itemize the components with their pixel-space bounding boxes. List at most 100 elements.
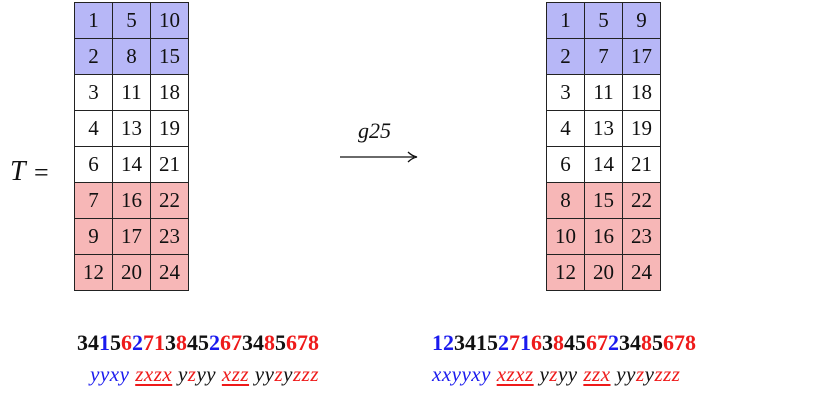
tableau-cell: 11 <box>584 74 623 111</box>
tableau-cell: 3 <box>74 74 113 111</box>
word-segment: 5 <box>275 330 286 355</box>
word-segment: 2 <box>209 330 220 355</box>
word-segment: 5 <box>110 330 121 355</box>
word-segment: 2 <box>608 330 619 355</box>
word-segment: zzz <box>292 362 319 386</box>
tableau-label: T <box>10 156 26 187</box>
word-segment: 45 <box>564 330 586 355</box>
tableau-cell: 15 <box>150 38 189 75</box>
tableau-cell: 4 <box>546 110 585 147</box>
tableau-cell: 19 <box>150 110 189 147</box>
tableau-cell: 14 <box>112 146 151 183</box>
tableau-cell: 21 <box>150 146 189 183</box>
tableau-cell: 8 <box>546 182 585 219</box>
tableau-cell: 12 <box>546 254 585 291</box>
word-segment: z <box>274 362 284 386</box>
word-segment: 5 <box>652 330 663 355</box>
tableau-cell: 10 <box>150 2 189 39</box>
word-segment: 67 <box>220 330 242 355</box>
word-segment: 678 <box>663 330 696 355</box>
word-segment: zzx <box>583 362 611 386</box>
word-segment: z <box>187 362 197 386</box>
tableau-cell: 3 <box>546 74 585 111</box>
word-segment: 12 <box>432 330 454 355</box>
tableau-cell: 2 <box>74 38 113 75</box>
tableau-cell: 7 <box>74 182 113 219</box>
word-segment: yy <box>249 362 275 386</box>
tableau-cell: 16 <box>584 218 623 255</box>
tableau-cell: 22 <box>622 182 661 219</box>
word-segment: 3 <box>542 330 553 355</box>
word-segment: 2 <box>498 330 509 355</box>
word-segment: 34 <box>619 330 641 355</box>
tableau-cell: 12 <box>74 254 113 291</box>
tableau-cell: 21 <box>622 146 661 183</box>
word-segment: yy <box>610 362 636 386</box>
word-segment: y <box>644 362 655 386</box>
tableau-cell: 17 <box>112 218 151 255</box>
word-segment: 2 <box>132 330 143 355</box>
word-segment: 3 <box>165 330 176 355</box>
tableau-cell: 11 <box>112 74 151 111</box>
tableau-cell: 9 <box>74 218 113 255</box>
word-segment: 8 <box>553 330 564 355</box>
tableau-cell: 1 <box>546 2 585 39</box>
tableau-cell: 18 <box>150 74 189 111</box>
word-segment: 8 <box>264 330 275 355</box>
equals-sign: = <box>34 158 49 187</box>
tableau-cell: 2 <box>546 38 585 75</box>
tableau-cell: 15 <box>584 182 623 219</box>
word-segment: xzxz <box>496 362 534 386</box>
tableau-cell: 24 <box>622 254 661 291</box>
arrow-label: g25 <box>358 118 391 143</box>
word-segment: 7 <box>509 330 520 355</box>
tableau-cell: 5 <box>584 2 623 39</box>
word-segment: 67 <box>586 330 608 355</box>
word-segment: 34 <box>242 330 264 355</box>
word-segment: 1 <box>520 330 531 355</box>
tableau-cell: 4 <box>74 110 113 147</box>
word-segment: 34 <box>77 330 99 355</box>
word-segment: 1 <box>99 330 110 355</box>
right-arrow-icon <box>340 151 418 163</box>
tableau-cell: 9 <box>622 2 661 39</box>
tableau-cell: 19 <box>622 110 661 147</box>
tableau-cell: 10 <box>546 218 585 255</box>
tableau-cell: 13 <box>584 110 623 147</box>
tableau-cell: 20 <box>584 254 623 291</box>
word-segment: yyxy <box>90 362 130 386</box>
tableau-cell: 6 <box>74 146 113 183</box>
tableau-cell: 23 <box>622 218 661 255</box>
tableau-cell: 23 <box>150 218 189 255</box>
tableau-cell: 18 <box>622 74 661 111</box>
word-segment: 6 <box>531 330 542 355</box>
tableau-cell: 7 <box>584 38 623 75</box>
word-segment: 6 <box>121 330 132 355</box>
letter-word-left: yyxy zxzx yzyy xzz yyzyzzz <box>90 362 319 387</box>
word-segment: xzz <box>221 362 250 386</box>
word-segment: 8 <box>641 330 652 355</box>
tableau-cell: 8 <box>112 38 151 75</box>
word-segment: y <box>533 362 550 386</box>
tableau-cell: 20 <box>112 254 151 291</box>
word-segment: 8 <box>176 330 187 355</box>
tableau-cell: 14 <box>584 146 623 183</box>
tableau-cell: 16 <box>112 182 151 219</box>
letter-word-right: xxyyxy xzxz yzyy zzx yyzyzzz <box>432 362 680 387</box>
word-segment: 3415 <box>454 330 498 355</box>
word-segment: yy <box>196 362 222 386</box>
